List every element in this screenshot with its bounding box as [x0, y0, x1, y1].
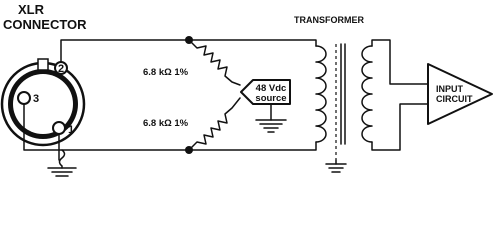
xlr-pin-3: 3	[17, 91, 39, 105]
xlr-pin-2: 2	[54, 61, 68, 75]
source-label-line2: source	[255, 93, 286, 104]
connector-title-line1: XLR	[18, 2, 45, 17]
phantom-power-schematic: XLR CONNECTOR 2 3 1	[0, 2, 493, 177]
connector-title-line2: CONNECTOR	[3, 17, 87, 32]
ground-symbol-connector	[47, 149, 77, 177]
schematic-canvas: XLR CONNECTOR 2 3 1	[0, 2, 493, 177]
pin-2-label: 2	[58, 63, 64, 75]
pin-1-label: 1	[68, 124, 74, 136]
resistor-top-label: 6.8 kΩ 1%	[143, 67, 189, 78]
pin-3-label: 3	[33, 93, 39, 105]
dc-source-box: 48 Vdc source	[240, 79, 291, 105]
ground-symbol-transformer	[325, 159, 347, 173]
input-label-line2: CIRCUIT	[436, 94, 473, 104]
transformer-label: TRANSFORMER	[294, 15, 364, 25]
transformer	[315, 39, 429, 160]
resistor-bottom-label: 6.8 kΩ 1%	[143, 118, 189, 129]
resistor-top	[188, 39, 241, 86]
input-circuit: INPUT CIRCUIT	[427, 63, 493, 125]
input-label-line1: INPUT	[436, 84, 464, 94]
ground-symbol-source	[255, 103, 287, 133]
source-label-line1: 48 Vdc	[256, 83, 287, 94]
resistor-bottom	[188, 97, 241, 151]
